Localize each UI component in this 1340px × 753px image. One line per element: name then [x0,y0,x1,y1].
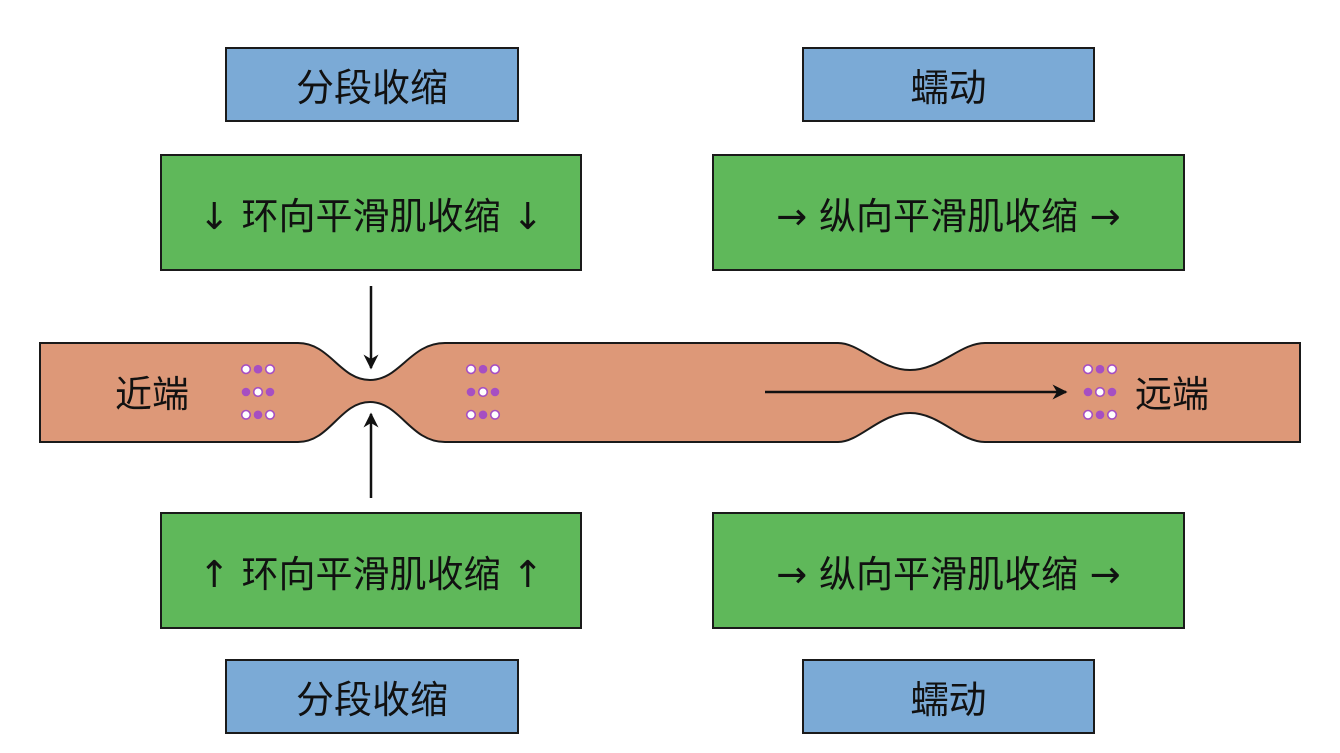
content-dot-ring [1082,409,1094,420]
content-dot-filled [265,387,275,397]
content-dots-icon [1082,364,1118,420]
proximal-end-label: 近端 [115,373,189,416]
content-dot-filled [490,387,500,397]
content-dot-ring [1106,409,1118,420]
content-dot-filled [1095,410,1105,420]
content-dot-filled [478,364,488,374]
content-dot-ring [489,409,501,420]
content-dot-filled [241,387,251,397]
content-dot-ring [1094,386,1106,398]
peristalsis-label-top: 蠕动 [802,47,1095,122]
content-dot-ring [465,409,477,420]
circular-muscle-contraction-bottom: ↑ 环向平滑肌收缩 ↑ [160,512,582,629]
content-dot-ring [264,364,276,375]
content-dot-ring [465,364,477,375]
content-dot-filled [1083,387,1093,397]
distal-end-label: 远端 [1135,373,1209,416]
longitudinal-muscle-contraction-bottom: → 纵向平滑肌收缩 → [712,512,1185,629]
content-dot-ring [240,409,252,420]
content-dots-icon [240,364,276,420]
content-dot-ring [1082,364,1094,375]
peristalsis-label-bottom: 蠕动 [802,659,1095,734]
content-dot-filled [466,387,476,397]
content-dot-filled [1107,387,1117,397]
segmentation-label-top: 分段收缩 [225,47,519,122]
segmentation-label-bottom: 分段收缩 [225,659,519,734]
content-dot-filled [478,410,488,420]
content-dot-ring [264,409,276,420]
content-dot-ring [240,364,252,375]
content-dot-filled [253,410,263,420]
content-dot-ring [1106,364,1118,375]
intestine-tube [39,342,1301,443]
content-dot-filled [1095,364,1105,374]
content-dot-filled [253,364,263,374]
content-dots-icon [465,364,501,420]
content-dot-ring [489,364,501,375]
circular-muscle-contraction-top: ↓ 环向平滑肌收缩 ↓ [160,154,582,271]
content-dot-ring [252,386,264,398]
longitudinal-muscle-contraction-top: → 纵向平滑肌收缩 → [712,154,1185,271]
content-dot-ring [477,386,489,398]
